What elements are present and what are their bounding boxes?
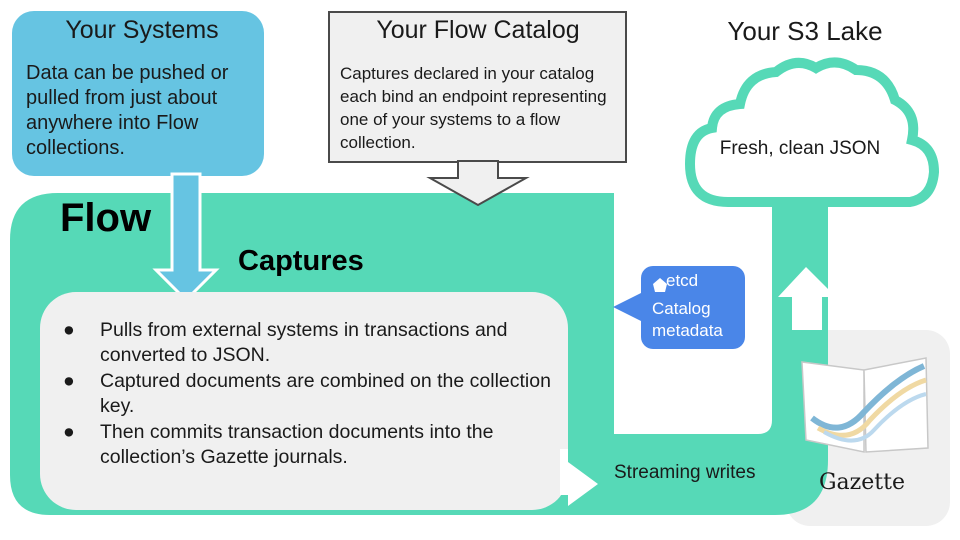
flow-title: Flow xyxy=(60,196,152,240)
your-systems-box xyxy=(12,11,264,176)
s3-lake-description: Fresh, clean JSON xyxy=(719,138,881,159)
bullet-text: Captured documents are combined on the c… xyxy=(100,370,551,417)
etcd-icon xyxy=(653,278,667,292)
captures-bullet-list: ● Pulls from external systems in transact… xyxy=(60,318,560,471)
bullet-icon: ● xyxy=(63,319,75,341)
flow-catalog-description: Captures declared in your catalog each b… xyxy=(340,64,607,152)
bullet-icon: ● xyxy=(63,370,75,392)
list-item: ● Captured documents are combined on the … xyxy=(60,369,560,419)
s3-lake-cloud xyxy=(684,57,940,207)
streaming-writes-label: Streaming writes xyxy=(614,462,756,483)
etcd-logo: etcd xyxy=(652,271,698,291)
gazette-logo-icon xyxy=(801,357,929,453)
captures-box xyxy=(40,292,568,510)
bullet-text: Pulls from external systems in transacti… xyxy=(100,319,508,366)
catalog-arrow xyxy=(426,160,530,207)
etcd-label: Catalog metadata xyxy=(652,299,723,340)
list-item: ● Then commits transaction documents into… xyxy=(60,420,560,470)
gazette-label: Gazette xyxy=(818,470,905,495)
captures-title: Captures xyxy=(238,245,364,277)
your-systems-title: Your Systems xyxy=(65,16,219,44)
streaming-arrow xyxy=(560,449,598,506)
etcd-arrow xyxy=(613,292,643,322)
systems-arrow xyxy=(152,172,220,303)
bullet-text: Then commits transaction documents into … xyxy=(100,421,494,468)
s3-lake-title: Your S3 Lake xyxy=(727,16,883,46)
your-systems-description: Data can be pushed or pulled from just a… xyxy=(26,62,229,159)
list-item: ● Pulls from external systems in transact… xyxy=(60,318,560,368)
upward-arrow xyxy=(778,267,836,330)
bullet-icon: ● xyxy=(63,421,75,443)
etcd-logo-text: etcd xyxy=(666,271,699,290)
etcd-box xyxy=(641,266,745,349)
flow-catalog-title: Your Flow Catalog xyxy=(376,16,580,44)
flow-catalog-box xyxy=(328,11,627,163)
